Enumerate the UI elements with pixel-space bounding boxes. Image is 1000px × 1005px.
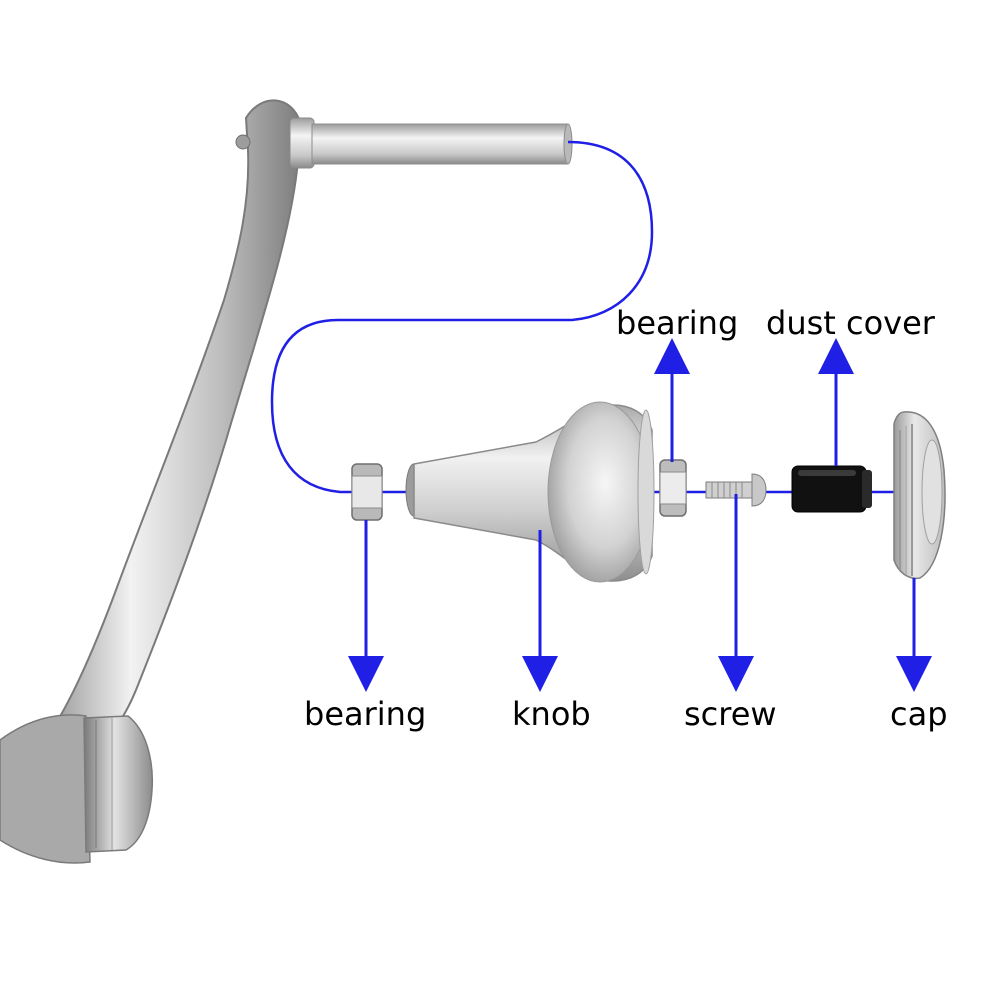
dust-cover-part	[791, 465, 872, 513]
screw-part	[705, 473, 767, 507]
leader-arrows	[348, 338, 932, 692]
guide-path	[270, 140, 905, 494]
label-cap: cap	[890, 695, 948, 733]
bearing-right	[659, 459, 687, 517]
handle-shaft	[289, 117, 573, 169]
label-bearing-bottom: bearing	[304, 695, 427, 733]
label-bearing-top: bearing	[616, 304, 739, 342]
cap-part	[893, 411, 946, 580]
handle-arm	[38, 99, 302, 754]
knob-part	[405, 401, 655, 583]
bearing-left	[351, 463, 383, 521]
label-knob: knob	[512, 695, 591, 733]
handle-nut	[0, 714, 154, 864]
label-screw: screw	[684, 695, 777, 733]
label-dust-cover: dust cover	[766, 304, 935, 342]
